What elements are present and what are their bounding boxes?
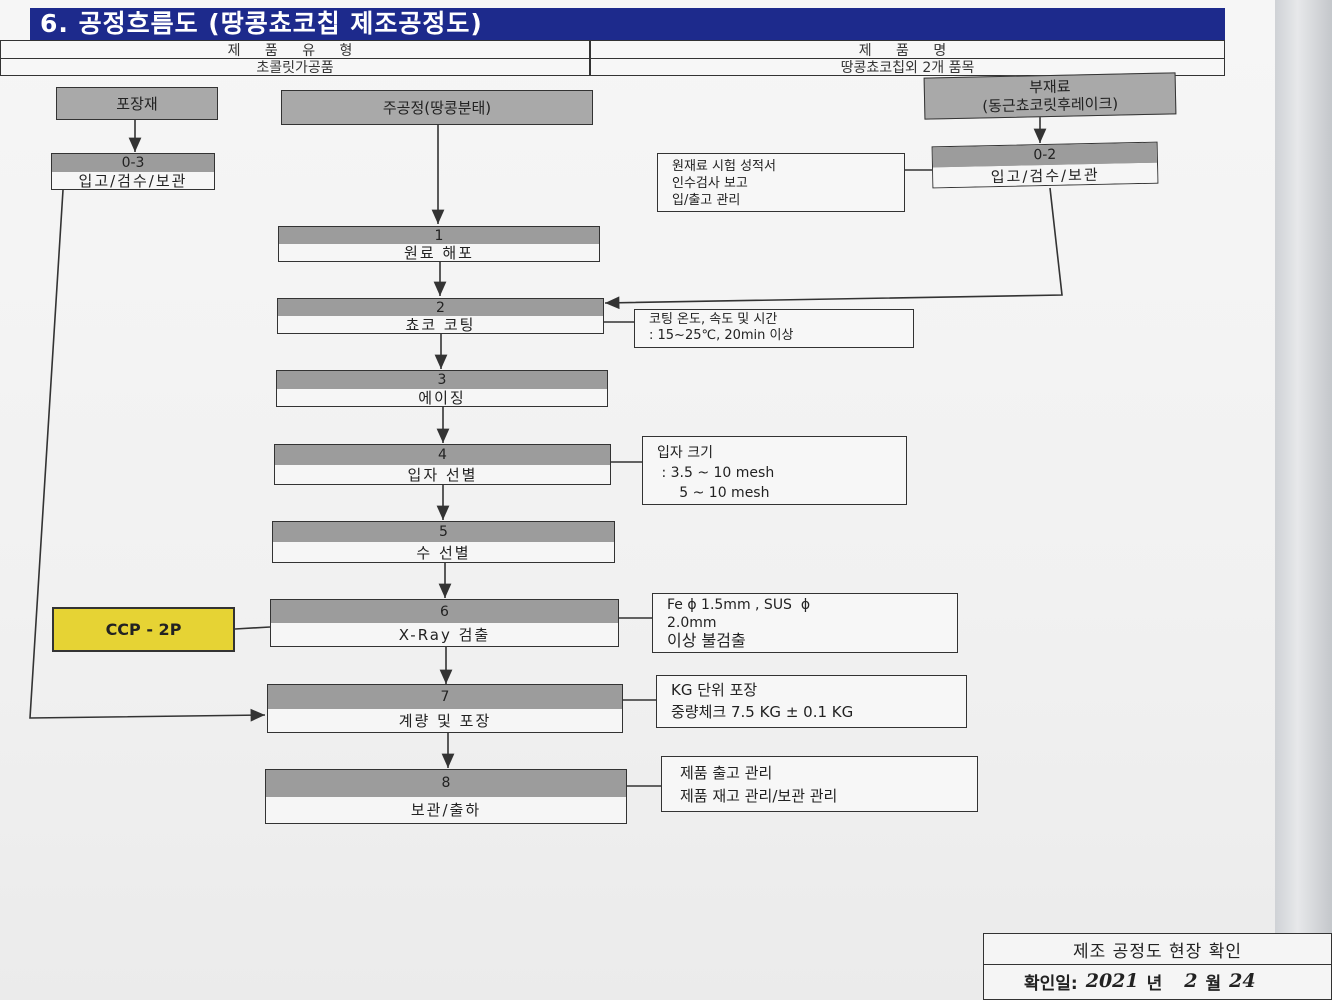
- note-line: 제품 재고 관리/보관 관리: [680, 787, 838, 805]
- main-process-box: 주공정(땅콩분태): [281, 90, 593, 125]
- site-confirmation-box: 제조 공정도 현장 확인 확인일: 2021 년 2 월 24: [983, 933, 1332, 1000]
- step-label: X-Ray 검출: [271, 623, 618, 646]
- step-4-box: 4 입자 선별: [274, 444, 611, 485]
- step-label: 보관/출하: [266, 796, 626, 823]
- flow-connectors: [29, 114, 1063, 787]
- product-name-cell: 제 품 명 땅콩쵸코칩외 2개 품목: [590, 40, 1225, 76]
- coating-note-box: 코팅 온도, 속도 및 시간 : 15~25℃, 20min 이상: [634, 309, 914, 348]
- arrow-submaterial-to-step2: [604, 187, 1063, 310]
- step-label: 입자 선별: [275, 464, 610, 484]
- step-1-box: 1 원료 해포: [278, 226, 600, 262]
- note-line: 제품 출고 관리: [680, 764, 773, 782]
- step-number: 8: [266, 770, 626, 798]
- note-line: : 3.5 ~ 10 mesh: [657, 465, 775, 481]
- product-name-value: 땅콩쵸코칩외 2개 품목: [840, 59, 975, 76]
- storage-note-box: 제품 출고 관리 제품 재고 관리/보관 관리: [661, 756, 978, 812]
- step-label: 수 선별: [273, 542, 614, 562]
- step-6-box: 6 X-Ray 검출: [270, 599, 619, 647]
- xray-note-box: Fe ɸ 1.5mm , SUS ɸ 2.0mm 이상 불검출: [652, 593, 958, 653]
- note-line: 이상 불검출: [667, 631, 746, 650]
- step-label: 에이징: [277, 388, 607, 407]
- step-3-box: 3 에이징: [276, 370, 608, 407]
- arrow-packaging-to-step7: [29, 189, 266, 722]
- product-type-value: 초콜릿가공품: [256, 59, 334, 76]
- step-5-box: 5 수 선별: [272, 521, 615, 563]
- note-line: 5 ~ 10 mesh: [657, 485, 770, 501]
- packing-note-box: KG 단위 포장 중량체크 7.5 KG ± 0.1 KG: [656, 675, 967, 728]
- packaging-receipt-label: 입고/검수/보관: [52, 171, 214, 190]
- sub-material-label: 부재료: [1028, 77, 1071, 97]
- step-label: 계량 및 포장: [268, 708, 622, 732]
- particle-note-box: 입자 크기 : 3.5 ~ 10 mesh 5 ~ 10 mesh: [642, 436, 907, 505]
- product-type-cell: 제 품 유 형 초콜릿가공품: [0, 40, 590, 76]
- step-8-box: 8 보관/출하: [265, 769, 627, 824]
- sub-receipt-label: 입고/검수/보관: [933, 162, 1158, 188]
- sub-receipt-box: 0-2 입고/검수/보관: [931, 141, 1159, 189]
- handwritten-month: 2: [1184, 970, 1198, 992]
- note-line: 코팅 온도, 속도 및 시간: [649, 312, 778, 327]
- page-title: 6. 공정흐름도 (땅콩쵸코칩 제조공정도): [30, 8, 1225, 40]
- step-7-box: 7 계량 및 포장: [267, 684, 623, 733]
- note-line: Fe ɸ 1.5mm , SUS ɸ: [667, 597, 811, 613]
- binder-edge: [1275, 0, 1332, 1000]
- note-line: 입자 크기: [657, 445, 713, 461]
- step-2-box: 2 쵸코 코팅: [277, 298, 604, 334]
- confirmation-date-row: 확인일: 2021 년 2 월 24: [984, 965, 1331, 997]
- step-label: 쵸코 코팅: [278, 316, 603, 334]
- note-line: 2.0mm: [667, 615, 717, 631]
- sub-material-box: 부재료 (동근쵸코릿후레이크): [923, 72, 1177, 120]
- product-name-label: 제 품 명: [591, 41, 1224, 59]
- step-number: 7: [268, 685, 622, 710]
- handwritten-day: 24: [1229, 970, 1256, 992]
- year-unit: 년: [1146, 973, 1163, 994]
- receipt-note-line: 입/출고 관리: [672, 193, 741, 208]
- sub-material-detail: (동근쵸코릿후레이크): [982, 94, 1119, 116]
- packaging-material-box: 포장재: [56, 87, 218, 120]
- month-unit: 월: [1205, 973, 1222, 994]
- confirmation-date-label: 확인일:: [1024, 973, 1078, 994]
- note-line: : 15~25℃, 20min 이상: [649, 328, 794, 343]
- ccp-badge: CCP - 2P: [52, 607, 235, 652]
- receipt-note-line: 원재료 시험 성적서: [672, 159, 776, 174]
- handwritten-year: 2021: [1085, 970, 1139, 992]
- receipt-note-box: 원재료 시험 성적서 인수검사 보고 입/출고 관리: [657, 153, 905, 212]
- note-line: 중량체크 7.5 KG ± 0.1 KG: [671, 703, 854, 721]
- confirmation-title: 제조 공정도 현장 확인: [984, 934, 1331, 965]
- receipt-note-line: 인수검사 보고: [672, 176, 748, 191]
- packaging-receipt-box: 0-3 입고/검수/보관: [51, 153, 215, 190]
- step-number: 6: [271, 600, 618, 624]
- step-number: 4: [275, 445, 610, 466]
- step-label: 원료 해포: [279, 244, 599, 262]
- step-number: 5: [273, 522, 614, 543]
- line-ccp: [234, 626, 271, 630]
- product-type-label: 제 품 유 형: [1, 41, 589, 59]
- note-line: KG 단위 포장: [671, 681, 758, 699]
